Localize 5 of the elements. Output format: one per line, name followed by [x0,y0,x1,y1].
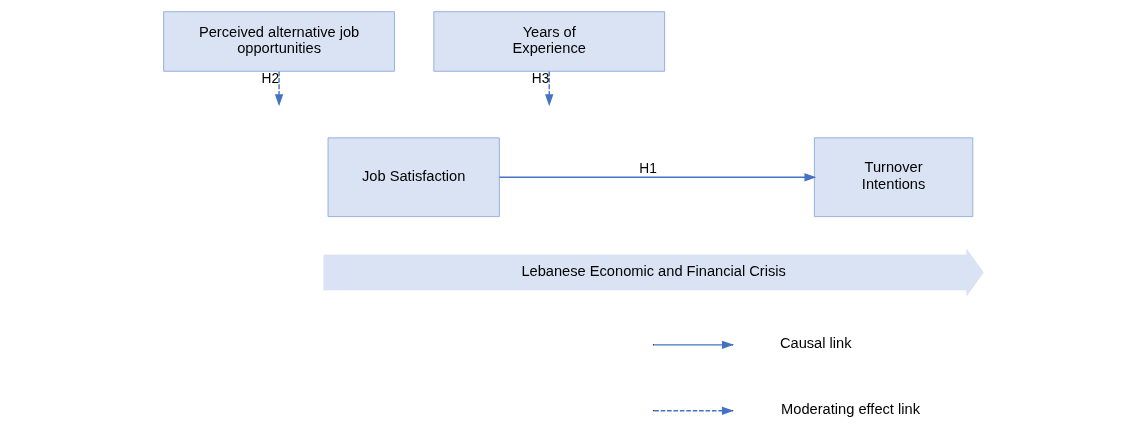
edge-label: H3 [531,71,550,87]
edge-label: H2 [261,71,280,87]
edge-label: H1 [639,160,657,176]
legend-label: Causal link [779,335,852,352]
legend-label: Moderating effect link [781,401,920,418]
